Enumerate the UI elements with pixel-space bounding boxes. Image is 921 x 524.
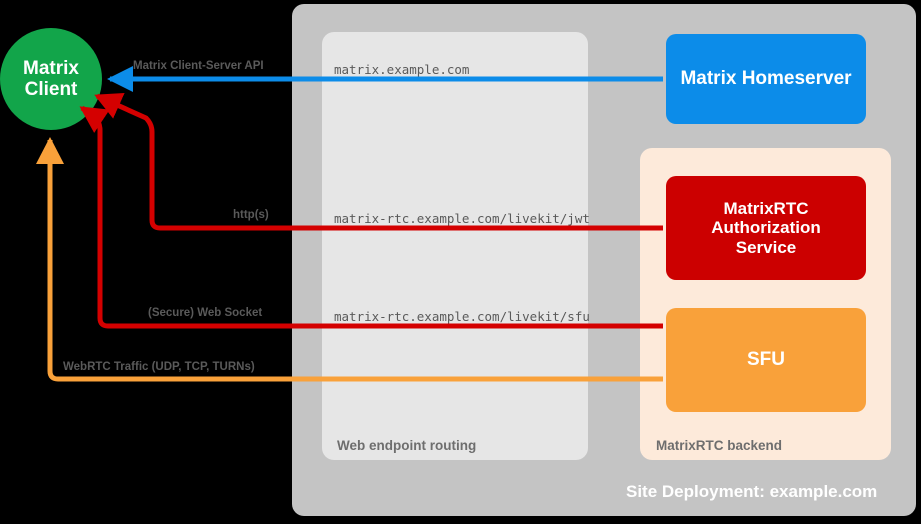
web-endpoint-routing-label-text: Web endpoint routing bbox=[337, 438, 477, 453]
endpoint-matrix-example-com: matrix.example.com bbox=[334, 62, 469, 77]
edge-label-webrtc-traffic-text: WebRTC Traffic (UDP, TCP, TURNs) bbox=[63, 361, 255, 373]
web-endpoint-routing-panel bbox=[322, 32, 588, 460]
site-deployment-label-text: Site Deployment: example.com bbox=[626, 482, 878, 501]
matrixrtc-backend-label: MatrixRTC backend bbox=[656, 438, 782, 453]
matrix-client-node[interactable] bbox=[0, 28, 102, 130]
edge-label-client-server-api: Matrix Client-Server API bbox=[133, 60, 264, 72]
endpoint-livekit-jwt-text: matrix-rtc.example.com/livekit/jwt bbox=[334, 211, 590, 226]
endpoint-livekit-sfu-text: matrix-rtc.example.com/livekit/sfu bbox=[334, 309, 590, 324]
edge-sfu-websocket bbox=[79, 105, 663, 329]
edge-label-http-text: http(s) bbox=[233, 209, 269, 221]
edge-label-http: http(s) bbox=[233, 209, 269, 221]
endpoint-livekit-jwt: matrix-rtc.example.com/livekit/jwt bbox=[334, 211, 590, 226]
edge-jwt-http bbox=[94, 93, 663, 231]
matrix-homeserver-node[interactable] bbox=[666, 34, 866, 124]
edge-label-client-server-api-text: Matrix Client-Server API bbox=[133, 60, 264, 72]
edge-label-web-socket: (Secure) Web Socket bbox=[148, 307, 262, 319]
matrixrtc-backend-label-text: MatrixRTC backend bbox=[656, 438, 783, 453]
edge-webrtc-traffic bbox=[36, 137, 663, 382]
endpoint-matrix-example-com-text: matrix.example.com bbox=[334, 62, 470, 77]
matrixrtc-authorization-service-node[interactable] bbox=[666, 176, 866, 280]
web-endpoint-routing-label: Web endpoint routing bbox=[337, 438, 476, 453]
endpoint-livekit-sfu: matrix-rtc.example.com/livekit/sfu bbox=[334, 309, 590, 324]
sfu-node[interactable] bbox=[666, 308, 866, 412]
edge-label-web-socket-text: (Secure) Web Socket bbox=[148, 307, 263, 319]
edge-label-webrtc-traffic: WebRTC Traffic (UDP, TCP, TURNs) bbox=[63, 361, 255, 373]
site-deployment-label: Site Deployment: example.com bbox=[626, 482, 877, 502]
